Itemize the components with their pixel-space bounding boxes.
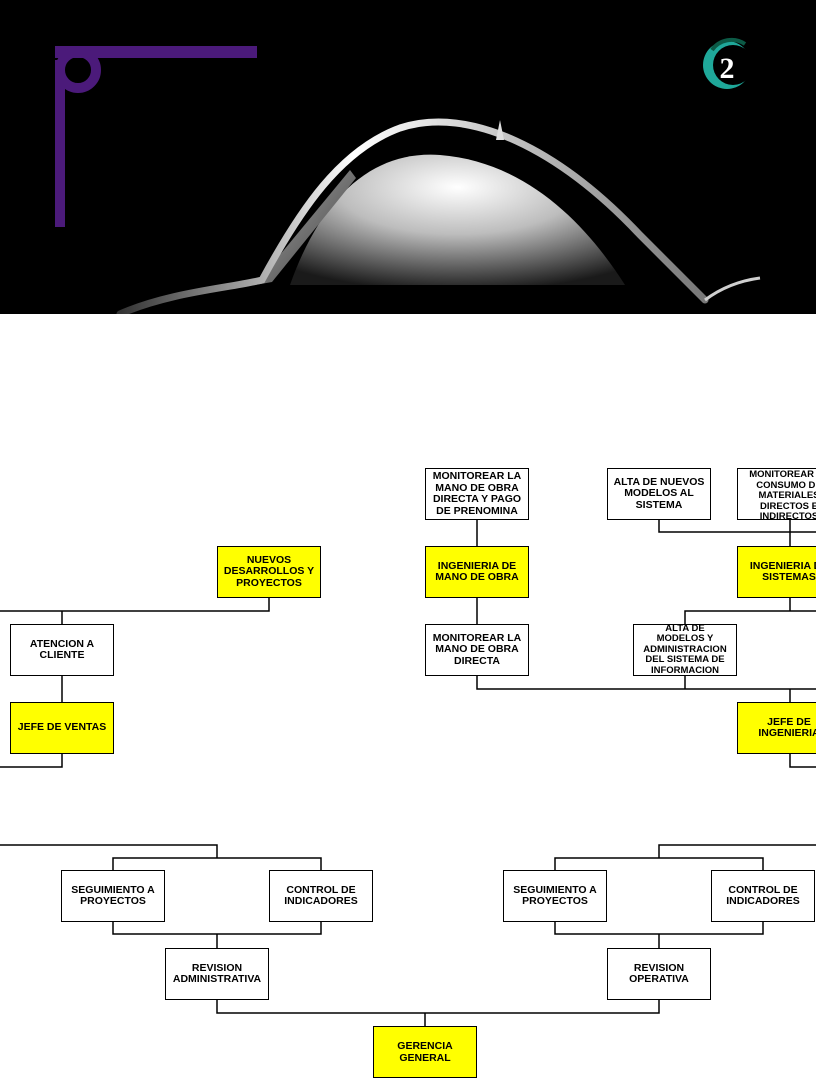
header-artwork: 2: [55, 37, 761, 314]
box-jefe-ingenieria: JEFE DE INGENIERIA: [737, 702, 816, 754]
box-monitorear-mano-obra-prenomina: MONITOREAR LA MANO DE OBRA DIRECTA Y PAG…: [425, 468, 529, 520]
side-panel: [255, 170, 356, 285]
box-ingenieria-mano-obra: INGENIERIA DE MANO DE OBRA: [425, 546, 529, 598]
box-seguimiento-proyectos-right: SEGUIMIENTO A PROYECTOS: [503, 870, 607, 922]
box-atencion-cliente: ATENCION A CLIENTE: [10, 624, 114, 676]
box-alta-modelos-administracion: ALTA DE MODELOS Y ADMINISTRACION DEL SIS…: [633, 624, 737, 676]
box-monitorear-mano-obra-directa: MONITOREAR LA MANO DE OBRA DIRECTA: [425, 624, 529, 676]
purple-bracket-ornament: [55, 46, 257, 227]
box-seguimiento-proyectos-left: SEGUIMIENTO A PROYECTOS: [61, 870, 165, 922]
box-control-indicadores-left: CONTROL DE INDICADORES: [269, 870, 373, 922]
connector-lines: [0, 520, 816, 1026]
box-jefe-ventas: JEFE DE VENTAS: [10, 702, 114, 754]
logo-icon: 2: [703, 37, 753, 89]
header-banner: 2: [0, 0, 816, 314]
box-control-indicadores-right: CONTROL DE INDICADORES: [711, 870, 815, 922]
logo-number: 2: [720, 52, 735, 85]
curved-arc: [116, 118, 709, 314]
box-alta-nuevos-modelos: ALTA DE NUEVOS MODELOS AL SISTEMA: [607, 468, 711, 520]
box-revision-administrativa: REVISION ADMINISTRATIVA: [165, 948, 269, 1000]
box-ingenieria-sistemas: INGENIERIA DE SISTEMAS: [737, 546, 816, 598]
box-gerencia-general: GERENCIA GENERAL: [373, 1026, 477, 1078]
box-revision-operativa: REVISION OPERATIVA: [607, 948, 711, 1000]
box-monitorear-consumo-materiales: MONITOREAR EL CONSUMO DE MATERIALES DIRE…: [737, 468, 816, 520]
box-nuevos-desarrollos: NUEVOS DESARROLLOS Y PROYECTOS: [217, 546, 321, 598]
dome-shape: [290, 154, 625, 285]
